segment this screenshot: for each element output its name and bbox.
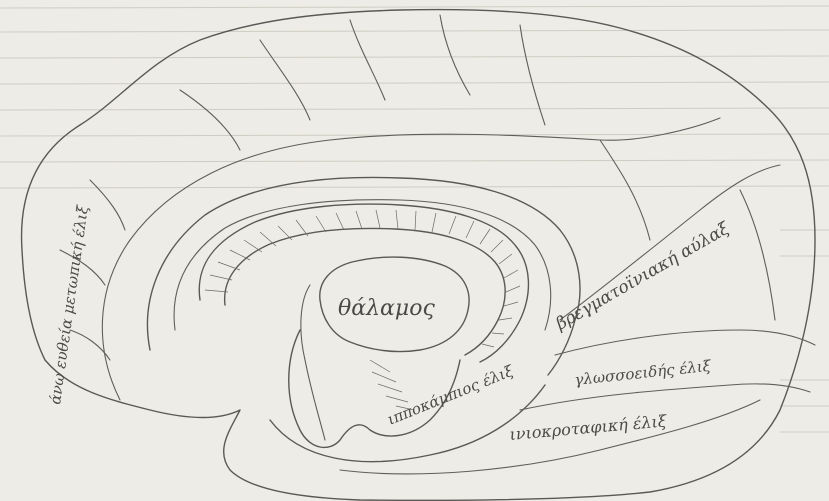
paracentral-sulcus: [520, 25, 545, 125]
frontal-sulcus-2: [260, 40, 310, 120]
frontal-sulcus-7: [70, 330, 110, 360]
cingulate-gyrus-arc: [147, 177, 580, 375]
frontal-sulcus-3: [350, 20, 385, 100]
frontal-sulcus-1: [180, 90, 240, 150]
label-lingual-gyrus: γλωσσοειδής έλιξ: [574, 357, 713, 389]
precuneus-sulcus: [600, 140, 650, 240]
calcarine-sulcus: [555, 330, 815, 355]
brainstem-outline: [289, 330, 460, 447]
lingual-lower-sulcus: [520, 384, 810, 410]
corpus-callosum: [199, 204, 528, 362]
label-hippocampal-gyrus: ιπποκάμπιος έλιξ: [385, 362, 517, 429]
occipital-sulcus: [740, 190, 775, 320]
label-thalamus: θάλαμος: [338, 296, 435, 321]
hippocampal-gyrus-outline: [270, 385, 545, 462]
label-superior-frontal-gyrus: άνω ευθεία μετωπική έλιξ: [46, 204, 92, 406]
